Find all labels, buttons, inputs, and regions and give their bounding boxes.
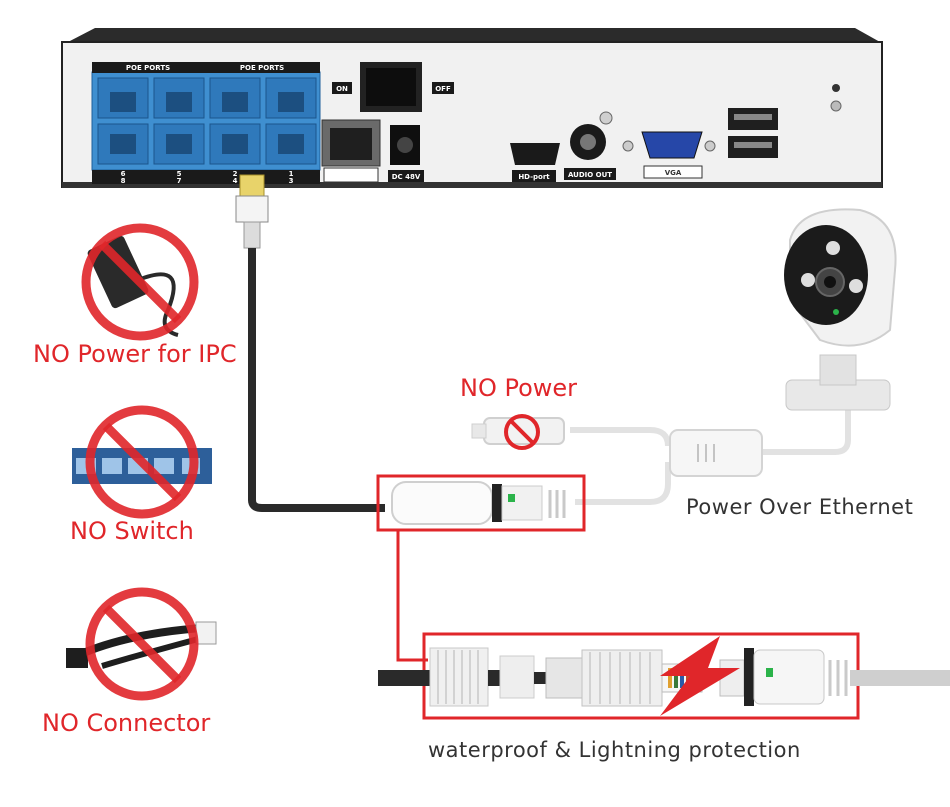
no-power-small-icon: [504, 414, 540, 450]
poe-ports-left-label: POE PORTS: [126, 64, 170, 72]
hd-port-label: HD-port: [518, 173, 550, 181]
audio-out-label: AUDIO OUT: [568, 171, 612, 179]
waterproof-label: waterproof & Lightning protection: [428, 738, 801, 762]
port-num: 5: [177, 170, 182, 178]
no-switch-label: NO Switch: [70, 517, 194, 545]
switch-off-label: OFF: [435, 85, 451, 93]
switch-on-label: ON: [336, 85, 348, 93]
camera: [784, 208, 897, 411]
port-num: 7: [177, 177, 182, 185]
poe-label: Power Over Ethernet: [686, 495, 914, 519]
no-switch-icon: [72, 405, 212, 519]
no-power-label: NO Power: [460, 374, 578, 402]
port-num: 6: [121, 170, 126, 178]
no-connector-label: NO Connector: [42, 709, 211, 737]
nvr-back-panel: POE PORTS POE PORTS 6 5 2 1 8 7 4 3 ON O…: [61, 28, 883, 188]
port-num: 2: [233, 170, 238, 178]
no-power-ipc-label: NO Power for IPC: [33, 340, 237, 368]
no-connector-icon: [66, 587, 217, 701]
port-num: 1: [289, 170, 294, 178]
dc-label: DC 48V: [392, 173, 421, 181]
no-power-adapter-icon: [81, 223, 199, 341]
poe-ports-right-label: POE PORTS: [240, 64, 284, 72]
port-num: 3: [289, 177, 294, 185]
port-num: 8: [121, 177, 126, 185]
vga-label: VGA: [665, 169, 682, 177]
port-num: 4: [233, 177, 238, 185]
